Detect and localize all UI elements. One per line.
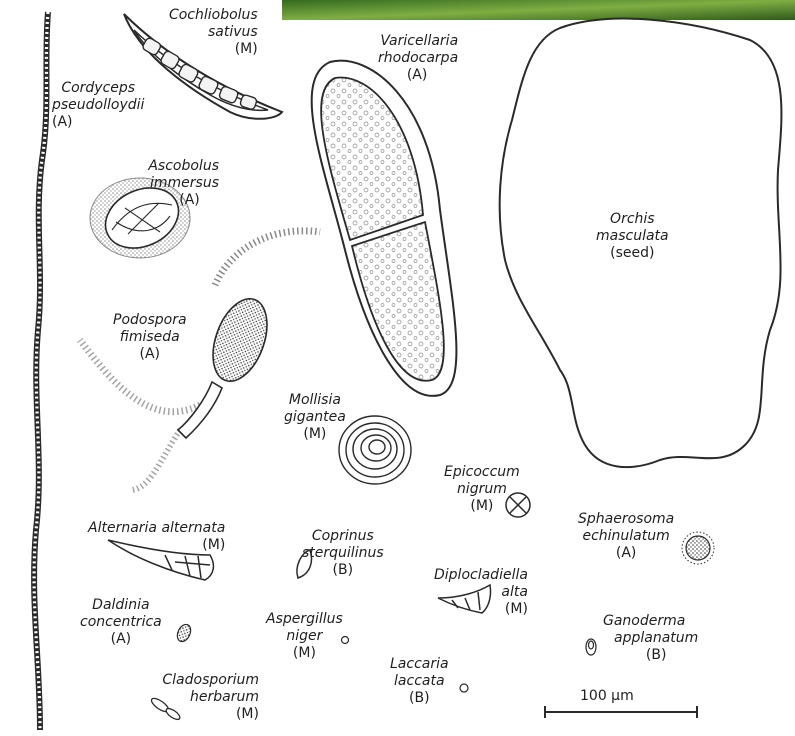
diplocladiella-code: (M)	[434, 601, 528, 618]
epicoccum-name: Epicoccum	[444, 464, 520, 481]
sphaerosoma-code: (A)	[578, 545, 674, 562]
laccaria-drawing	[460, 684, 468, 692]
scale-bar-label: 100 µm	[580, 688, 634, 704]
ascobolus-code: (A)	[140, 192, 219, 209]
ganoderma-label: Ganoderma applanatum (B)	[590, 613, 698, 664]
mollisia-drawing	[339, 416, 411, 484]
diplocladiella-epithet: alta	[434, 584, 528, 601]
orchis-epithet: masculata	[596, 228, 669, 245]
cladosporium-code: (M)	[150, 706, 259, 723]
aspergillus-epithet: niger	[266, 628, 343, 645]
daldinia-name: Daldinia	[80, 597, 162, 614]
podospora-epithet: fimiseda	[113, 329, 187, 346]
varicellaria-code: (A)	[362, 67, 458, 84]
mollisia-name: Mollisia	[284, 392, 346, 409]
diplocladiella-name: Diplocladiella	[434, 567, 528, 584]
podospora-code: (A)	[113, 346, 187, 363]
laccaria-name: Laccaria	[390, 656, 449, 673]
moss-photo-strip	[282, 0, 795, 20]
cordyceps-drawing	[34, 12, 48, 730]
sphaerosoma-name: Sphaerosoma	[578, 511, 674, 528]
orchis-code: (seed)	[596, 245, 669, 262]
cordyceps-epithet: pseudolloydii	[52, 97, 144, 114]
aspergillus-name: Aspergillus	[266, 611, 343, 628]
cochliobolus-name: Cochliobolus	[168, 7, 258, 24]
mollisia-epithet: gigantea	[284, 409, 346, 426]
ganoderma-name: Ganoderma	[590, 613, 698, 630]
epicoccum-code: (M)	[444, 498, 520, 515]
varicellaria-name: Varicellaria	[362, 33, 458, 50]
laccaria-label: Laccaria laccata (B)	[390, 656, 449, 707]
alternaria-label: Alternaria alternata (M)	[88, 520, 225, 554]
cochliobolus-label: Cochliobolus sativus (M)	[168, 7, 258, 58]
epicoccum-label: Epicoccum nigrum (M)	[444, 464, 520, 515]
sphaerosoma-label: Sphaerosoma echinulatum (A)	[578, 511, 674, 562]
podospora-name: Podospora	[113, 312, 187, 329]
daldinia-epithet: concentrica	[80, 614, 162, 631]
alternaria-code: (M)	[88, 537, 225, 554]
daldinia-label: Daldinia concentrica (A)	[80, 597, 162, 648]
coprinus-name: Coprinus	[302, 528, 384, 545]
orchis-name: Orchis	[596, 211, 669, 228]
cladosporium-epithet: herbarum	[150, 689, 259, 706]
sphaerosoma-epithet: echinulatum	[578, 528, 674, 545]
varicellaria-epithet: rhodocarpa	[362, 50, 458, 67]
cordyceps-label: Cordyceps pseudolloydii (A)	[52, 80, 144, 131]
varicellaria-drawing	[312, 61, 457, 396]
scale-bar	[545, 706, 697, 718]
cordyceps-code: (A)	[52, 114, 144, 131]
aspergillus-code: (M)	[266, 645, 343, 662]
cochliobolus-code: (M)	[168, 41, 258, 58]
ascobolus-name: Ascobolus	[140, 158, 219, 175]
ascobolus-epithet: immersus	[140, 175, 219, 192]
alternaria-name: Alternaria alternata	[88, 520, 225, 537]
sphaerosoma-drawing	[682, 532, 714, 564]
aspergillus-label: Aspergillus niger (M)	[266, 611, 343, 662]
ascobolus-label: Ascobolus immersus (A)	[140, 158, 219, 209]
mollisia-code: (M)	[284, 426, 346, 443]
podospora-label: Podospora fimiseda (A)	[113, 312, 187, 363]
daldinia-code: (A)	[80, 631, 162, 648]
ganoderma-epithet: applanatum	[590, 630, 698, 647]
ganoderma-code: (B)	[590, 647, 698, 664]
coprinus-code: (B)	[302, 562, 384, 579]
cochliobolus-epithet: sativus	[168, 24, 258, 41]
laccaria-epithet: laccata	[390, 673, 449, 690]
orchis-label: Orchis masculata (seed)	[596, 211, 669, 262]
daldinia-drawing	[175, 622, 193, 643]
cladosporium-label: Cladosporium herbarum (M)	[150, 672, 259, 723]
mollisia-label: Mollisia gigantea (M)	[284, 392, 346, 443]
coprinus-epithet: sterquilinus	[302, 545, 384, 562]
coprinus-label: Coprinus sterquilinus (B)	[302, 528, 384, 579]
diplocladiella-label: Diplocladiella alta (M)	[434, 567, 528, 618]
epicoccum-epithet: nigrum	[444, 481, 520, 498]
cladosporium-name: Cladosporium	[150, 672, 259, 689]
varicellaria-label: Varicellaria rhodocarpa (A)	[362, 33, 458, 84]
laccaria-code: (B)	[390, 690, 449, 707]
cordyceps-name: Cordyceps	[52, 80, 144, 97]
